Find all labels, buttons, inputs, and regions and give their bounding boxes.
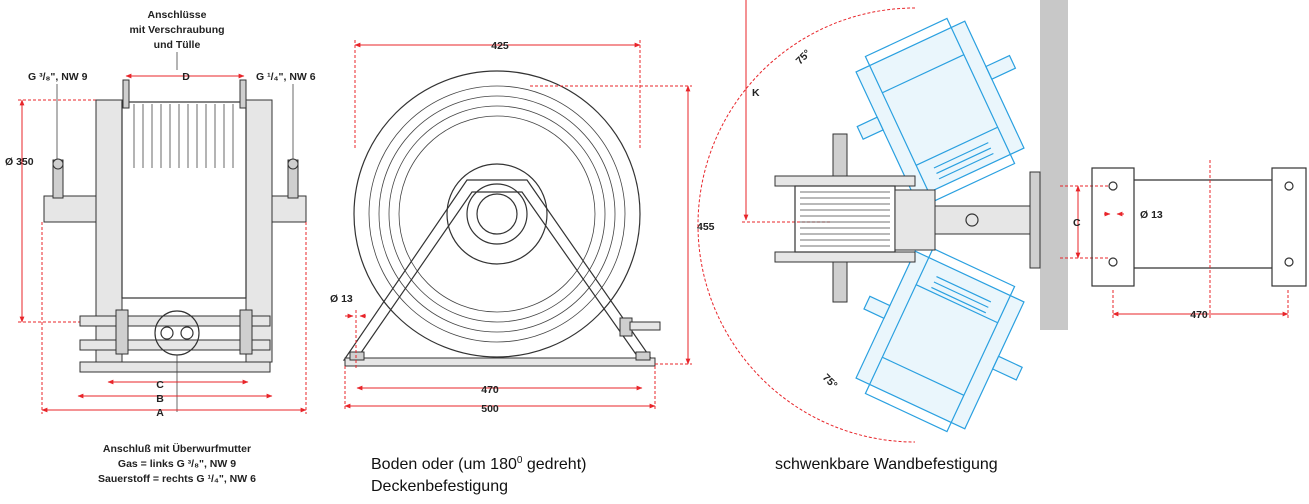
reel-top-disc	[774, 175, 916, 187]
reel-outer-circle	[353, 70, 641, 358]
dim-C-right-label: C	[1073, 217, 1081, 229]
frame-lower-bar	[79, 339, 271, 351]
note-line-1: Anschluß mit Überwurfmutter	[103, 442, 251, 455]
wall-plate	[1091, 167, 1135, 287]
reel-hub-circle	[446, 163, 548, 265]
swung-reel-upper	[855, 17, 1025, 203]
dim-B-label: B	[156, 393, 164, 405]
swung-reel-lower	[855, 247, 1025, 433]
dim-425-label: 425	[491, 40, 509, 52]
wall-mount-view: K 75° 75°	[697, 0, 1307, 473]
left-hub	[43, 195, 97, 223]
angle-top-label: 75°	[794, 47, 814, 67]
reel-body	[794, 185, 896, 253]
dim-455-label: 455	[697, 221, 715, 233]
right-hub	[271, 195, 307, 223]
dim-500-label: 500	[481, 403, 499, 415]
floor-mount-caption: Boden oder (um 1800 gedreht)	[371, 455, 586, 473]
swivel-arm	[934, 205, 1031, 235]
swing-arc	[697, 7, 916, 443]
frame-upper-bar	[79, 315, 271, 327]
connections-title-2: mit Verschraubung	[129, 24, 224, 36]
note-line-2: Gas = links G ³/₈", NW 9	[118, 458, 236, 470]
dim-A-label: A	[156, 407, 164, 419]
dim-470-label: 470	[481, 384, 499, 396]
dim-470-right-label: 470	[1190, 309, 1208, 321]
reel-drum	[121, 101, 247, 299]
left-connection-label: G ³/₈", NW 9	[28, 71, 88, 83]
pivot-block	[894, 189, 936, 251]
front-view: Anschlüsse mit Verschraubung und Tülle D…	[5, 9, 316, 485]
wall-mount-caption: schwenkbare Wandbefestigung	[775, 456, 998, 473]
base-plate	[79, 361, 271, 373]
stand-base	[344, 357, 656, 367]
hose-coils	[133, 104, 234, 168]
wall	[1040, 0, 1068, 330]
angle-bottom-label: 75°	[820, 372, 840, 392]
reel-bottom-fitting	[832, 261, 848, 303]
dim-hole-label: Ø 13	[330, 293, 353, 305]
reel-top-fitting	[832, 133, 848, 177]
side-view: 425 455 Ø 13 470 500	[330, 40, 715, 495]
connections-title-1: Anschlüsse	[148, 9, 207, 21]
diameter-label: Ø 350	[5, 156, 34, 168]
ceiling-mount-caption: Deckenbefestigung	[371, 478, 508, 495]
note-line-3: Sauerstoff = rechts G ¹/₄", NW 6	[98, 473, 256, 485]
dim-C-label: C	[156, 379, 164, 391]
a-frame-stand	[342, 179, 654, 361]
wall-bracket	[1029, 171, 1041, 269]
dim-K-label: K	[752, 87, 760, 99]
right-connection-label: G ¹/₄", NW 6	[256, 71, 316, 83]
dim-hole-right-label: Ø 13	[1140, 209, 1163, 221]
connections-title-3: und Tülle	[154, 39, 201, 51]
end-plate	[1271, 167, 1307, 287]
dim-D-label: D	[182, 71, 190, 83]
reel-bottom-disc	[774, 251, 916, 263]
crank-handle	[629, 321, 661, 331]
